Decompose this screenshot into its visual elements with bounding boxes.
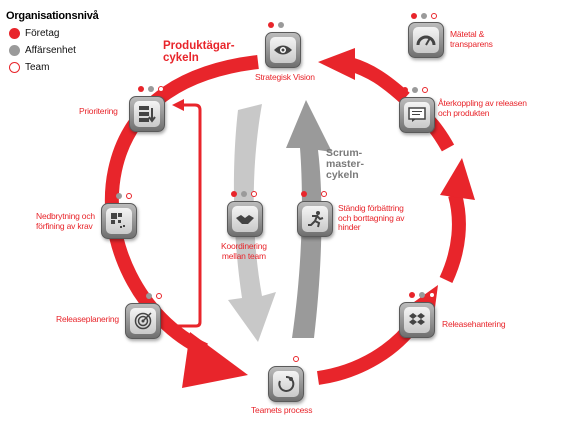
company-dot <box>138 86 144 92</box>
business-unit-dot <box>148 86 154 92</box>
stack-icon <box>139 106 156 123</box>
node-icon-frame <box>404 102 430 128</box>
node-icon-frame <box>270 37 296 63</box>
company-dot <box>301 191 307 197</box>
improvement-label: Ständig förbättring och borttagning av h… <box>338 203 405 232</box>
company-dot <box>106 193 112 199</box>
team-dot <box>293 356 299 362</box>
team-dot <box>431 13 437 19</box>
release-planning-label: Releaseplanering <box>56 314 119 324</box>
company-dot <box>136 293 142 299</box>
legend-label-business-unit: Affärsenhet <box>25 45 76 56</box>
metrics-label: Mätetal & transparens <box>450 29 493 49</box>
prioritization-node <box>129 96 165 132</box>
vision-node <box>265 32 301 68</box>
team-dot <box>321 191 327 197</box>
gauge-icon <box>416 35 436 46</box>
legend-label-team: Team <box>25 62 50 73</box>
business-unit-dot <box>421 13 427 19</box>
node-icon-frame <box>404 307 430 333</box>
product-owner-cycle-label: Produktägar- cykeln <box>163 40 235 64</box>
breakdown-label: Nedbrytning och förfining av krav <box>36 211 95 231</box>
feedback-level-dots <box>402 87 428 93</box>
company-dot-icon <box>9 28 20 39</box>
business-unit-dot <box>146 293 152 299</box>
node-icon-frame <box>106 208 132 234</box>
dropbox-icon <box>409 313 425 325</box>
company-dot <box>268 22 274 28</box>
arrow-head-right <box>440 158 475 200</box>
node-icon-frame <box>130 308 156 334</box>
metrics-node <box>408 22 444 58</box>
team-dot <box>158 86 164 92</box>
runner-icon <box>308 211 324 228</box>
improvement-node <box>297 201 333 237</box>
coordination-level-dots <box>231 191 257 197</box>
team-dot <box>422 87 428 93</box>
legend-label-company: Företag <box>25 28 60 39</box>
legend-item-company: Företag <box>6 28 99 39</box>
business-unit-dot <box>241 191 247 197</box>
vision-label: Strategisk Vision <box>255 72 315 82</box>
release-planning-level-dots <box>136 293 162 299</box>
team-dot <box>251 191 257 197</box>
business-unit-dot <box>419 292 425 298</box>
grid-icon <box>111 213 125 228</box>
feedback-node <box>399 97 435 133</box>
release-management-label: Releasehantering <box>442 319 506 329</box>
team-process-level-dots <box>293 356 299 362</box>
arrow-head-top <box>318 48 355 80</box>
coordination-node <box>227 201 263 237</box>
node-icon-frame <box>232 206 258 232</box>
team-dot-icon <box>9 62 20 73</box>
business-unit-dot <box>311 191 317 197</box>
node-icon-frame <box>134 101 160 127</box>
company-dot <box>409 292 415 298</box>
improvement-level-dots <box>301 191 327 197</box>
release-loop-line <box>168 103 202 328</box>
team-dot <box>429 292 435 298</box>
legend-title: Organisationsnivå <box>6 10 99 22</box>
arrow-head-bottom-left <box>182 332 248 388</box>
company-dot <box>231 191 237 197</box>
scrum-master-cycle-label: Scrum- master- cykeln <box>326 147 364 181</box>
node-icon-frame <box>302 206 328 232</box>
message-icon <box>408 107 426 122</box>
coordination-label: Koordinering mellan team <box>221 241 267 261</box>
legend: Organisationsnivå Företag Affärsenhet Te… <box>6 10 99 73</box>
company-dot <box>411 13 417 19</box>
release-loop-arrowhead <box>172 99 184 111</box>
prioritization-level-dots <box>138 86 164 92</box>
metrics-level-dots <box>411 13 437 19</box>
legend-item-business-unit: Affärsenhet <box>6 45 99 56</box>
team-process-label: Teamets process <box>251 405 313 415</box>
breakdown-node <box>101 203 137 239</box>
node-icon-frame <box>413 27 439 53</box>
release-management-level-dots <box>409 292 435 298</box>
release-management-node <box>399 302 435 338</box>
eye-icon <box>274 45 292 55</box>
feedback-label: Återkoppling av releasen och produkten <box>438 98 527 118</box>
company-dot <box>402 87 408 93</box>
product-owner-arc-right <box>439 193 466 283</box>
business-unit-dot <box>412 87 418 93</box>
release-planning-node <box>125 303 161 339</box>
target-icon <box>134 312 152 330</box>
node-icon-frame <box>273 371 299 397</box>
business-unit-dot <box>116 193 122 199</box>
business-unit-dot <box>278 22 284 28</box>
prioritization-label: Prioritering <box>79 106 118 116</box>
vision-level-dots <box>268 22 284 28</box>
team-dot <box>126 193 132 199</box>
business-unit-dot-icon <box>9 45 20 56</box>
team-process-node <box>268 366 304 402</box>
product-owner-arc-top <box>347 57 410 104</box>
legend-item-team: Team <box>6 62 99 73</box>
handshake-icon <box>236 215 254 224</box>
team-dot <box>156 293 162 299</box>
breakdown-level-dots <box>106 193 132 199</box>
cycle-icon <box>278 375 295 392</box>
